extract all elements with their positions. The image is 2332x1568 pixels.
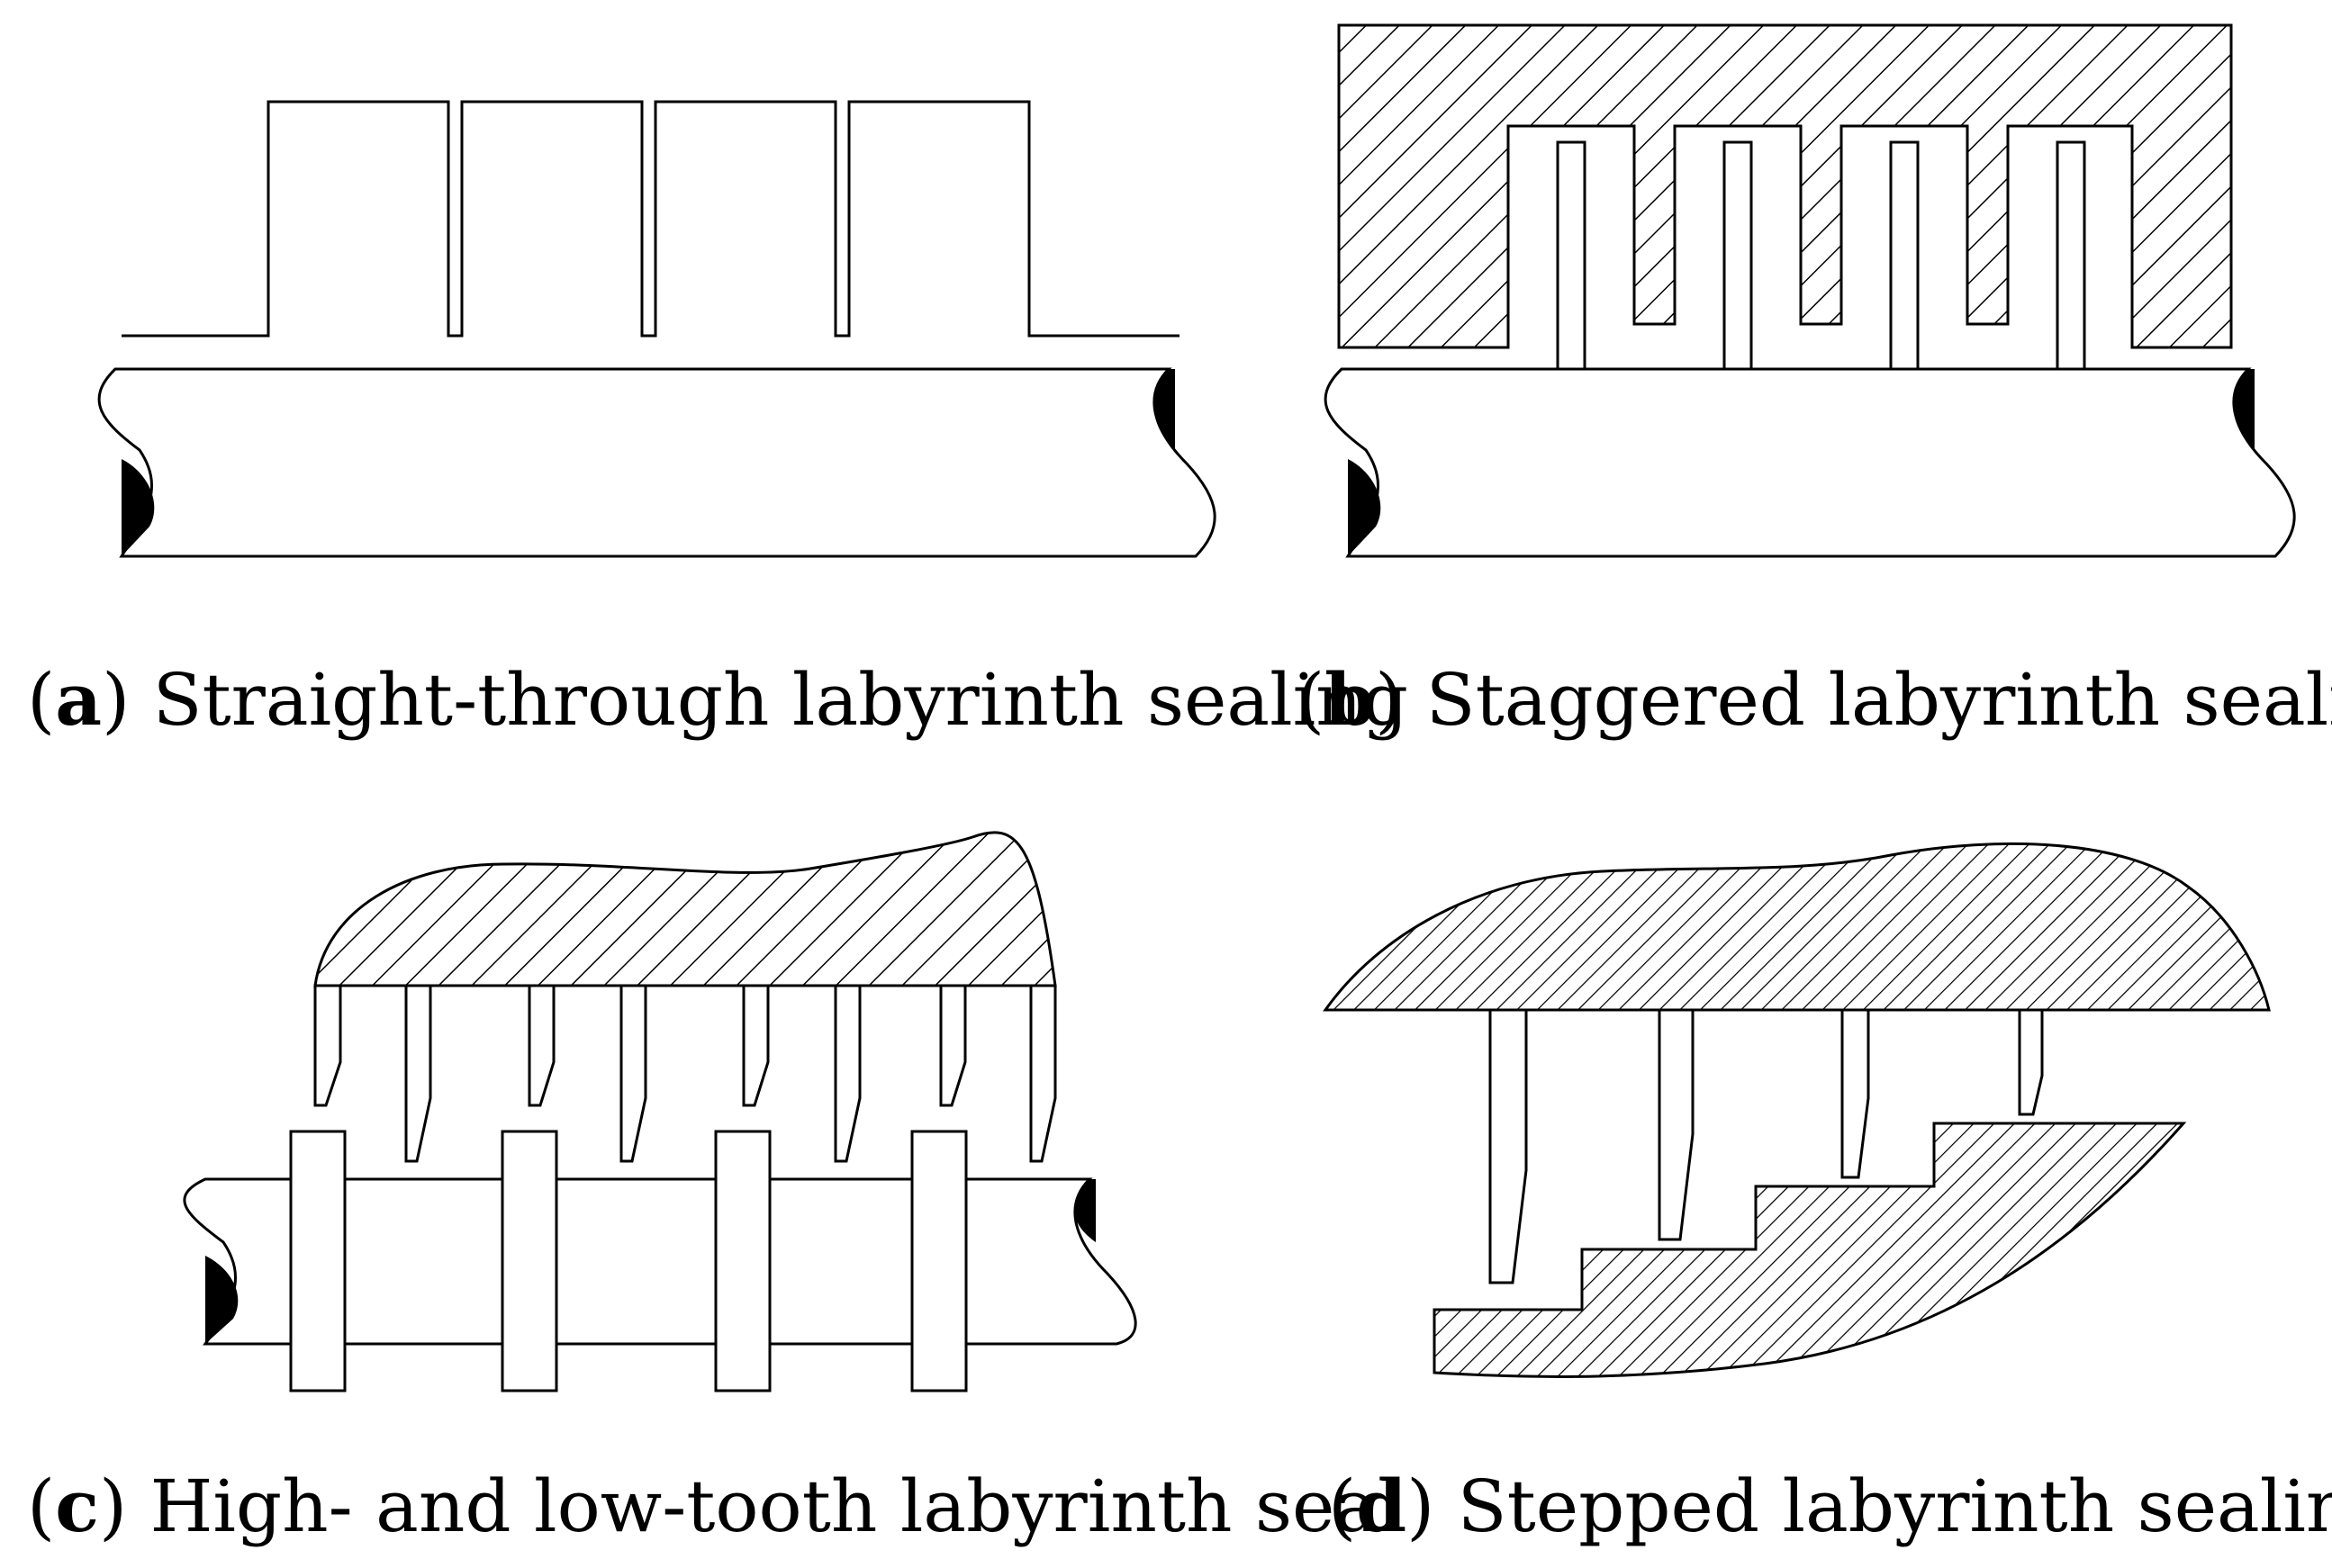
caption-text: Straight-through labyrinth sealing <box>152 658 1408 742</box>
rotor-collar <box>714 1130 772 1392</box>
panel-letter: c <box>55 1464 99 1548</box>
shaft <box>183 1177 1137 1346</box>
caption-c: (c) High- and low-tooth labyrinth seal <box>27 1464 1401 1548</box>
housing <box>1323 842 2271 1012</box>
stator-tooth <box>404 984 432 1163</box>
caption-text: Staggered labyrinth sealing <box>1425 658 2332 742</box>
stator-tooth <box>1658 1008 1695 1241</box>
stator-tooth <box>619 984 647 1163</box>
panel-letter: a <box>55 657 103 742</box>
caption-text: Stepped labyrinth sealing <box>1457 1464 2332 1548</box>
panel-c-high-low-tooth-seal <box>183 831 1137 1392</box>
stator-tooth <box>528 984 556 1107</box>
shaft-end-shading-left <box>1348 459 1381 556</box>
rotor-collar <box>289 1130 347 1392</box>
stator-tooth <box>1488 1008 1528 1284</box>
stator-tooth <box>313 984 342 1107</box>
rotor-collar <box>910 1130 968 1392</box>
shaft-end-shading-right <box>2233 369 2255 450</box>
panel-letter: d <box>1356 1464 1407 1548</box>
shaft-end-shading-right <box>1153 369 1175 450</box>
caption-d: (d) Stepped labyrinth sealing <box>1328 1470 2332 1543</box>
shaft-end-shading-left <box>122 459 155 556</box>
caption-a: (a) Straight-through labyrinth sealing <box>27 657 1408 742</box>
stator-tooth <box>1840 1008 1870 1179</box>
shaft <box>1324 367 2296 558</box>
shaft-end-shading-right <box>1074 1179 1096 1242</box>
shaft-end-shading-left <box>205 1256 239 1344</box>
housing <box>1337 23 2233 349</box>
housing <box>313 831 1057 987</box>
stator-tooth <box>2018 1008 2044 1116</box>
rotor-tooth <box>1722 140 1753 371</box>
caption-text: High- and low-tooth labyrinth seal <box>149 1464 1401 1548</box>
stator-tooth <box>742 984 770 1107</box>
rotor-tooth <box>1556 140 1586 371</box>
stepped-rotor <box>1433 1122 2187 1378</box>
rotor-collar <box>501 1130 558 1392</box>
rotor-tooth <box>2056 140 2086 371</box>
panel-letter: b <box>1324 657 1376 742</box>
stator-tooth <box>939 984 967 1107</box>
panel-d-stepped-seal <box>1323 842 2271 1378</box>
stator-teeth <box>313 984 1057 1163</box>
rotor-tooth <box>1889 140 1920 371</box>
stator-tooth <box>834 984 862 1163</box>
seal-teeth-profile <box>122 100 1180 338</box>
panel-b-staggered-seal <box>1324 23 2296 558</box>
shaft <box>97 367 1216 558</box>
caption-b: (b) Staggered labyrinth sealing <box>1297 663 2332 736</box>
panel-a-straight-through-seal <box>97 100 1216 558</box>
stator-tooth <box>1029 984 1057 1163</box>
